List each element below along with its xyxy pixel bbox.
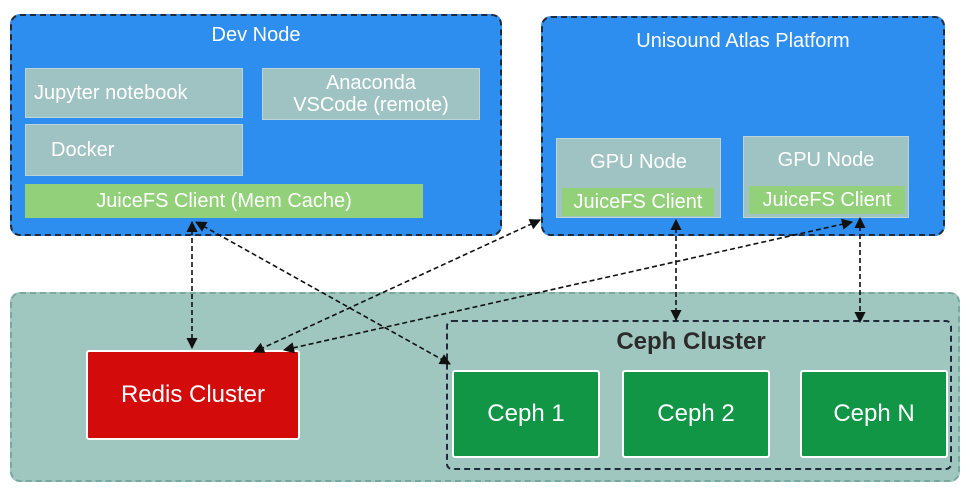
gpu-node-1-label: GPU Node [590, 151, 687, 173]
dev-juicefs-client-bar: JuiceFS Client (Mem Cache) [25, 184, 423, 218]
gpu-node-1-juicefs-client: JuiceFS Client [562, 188, 714, 216]
anaconda-label: Anaconda [325, 72, 417, 94]
redis-cluster-label: Redis Cluster [120, 381, 266, 408]
ceph-node-2-label: Ceph 2 [657, 400, 735, 427]
dev-juicefs-client-label: JuiceFS Client (Mem Cache) [96, 189, 352, 212]
jupyter-notebook-box: Jupyter notebook [25, 68, 243, 118]
atlas-platform-title: Unisound Atlas Platform [636, 30, 850, 52]
docker-label: Docker [51, 138, 115, 161]
ceph-node-n-label: Ceph N [833, 400, 915, 427]
ceph-node-n: Ceph N [800, 370, 948, 458]
ceph-node-1-label: Ceph 1 [487, 400, 565, 427]
redis-cluster-box: Redis Cluster [86, 350, 300, 440]
dev-node-title: Dev Node [211, 24, 301, 46]
ceph-node-1: Ceph 1 [452, 370, 600, 458]
ceph-node-2: Ceph 2 [622, 370, 770, 458]
vscode-remote-label: VSCode (remote) [293, 94, 449, 116]
gpu-node-1-juicefs-label: JuiceFS Client [573, 190, 703, 213]
gpu-node-2-juicefs-label: JuiceFS Client [762, 188, 892, 211]
gpu-node-2-juicefs-client: JuiceFS Client [749, 186, 905, 214]
jupyter-notebook-label: Jupyter notebook [34, 81, 188, 104]
docker-box: Docker [25, 124, 243, 176]
anaconda-vscode-box: Anaconda VSCode (remote) [262, 68, 480, 120]
ceph-cluster-title: Ceph Cluster [616, 328, 766, 355]
gpu-node-2-label: GPU Node [777, 149, 875, 171]
